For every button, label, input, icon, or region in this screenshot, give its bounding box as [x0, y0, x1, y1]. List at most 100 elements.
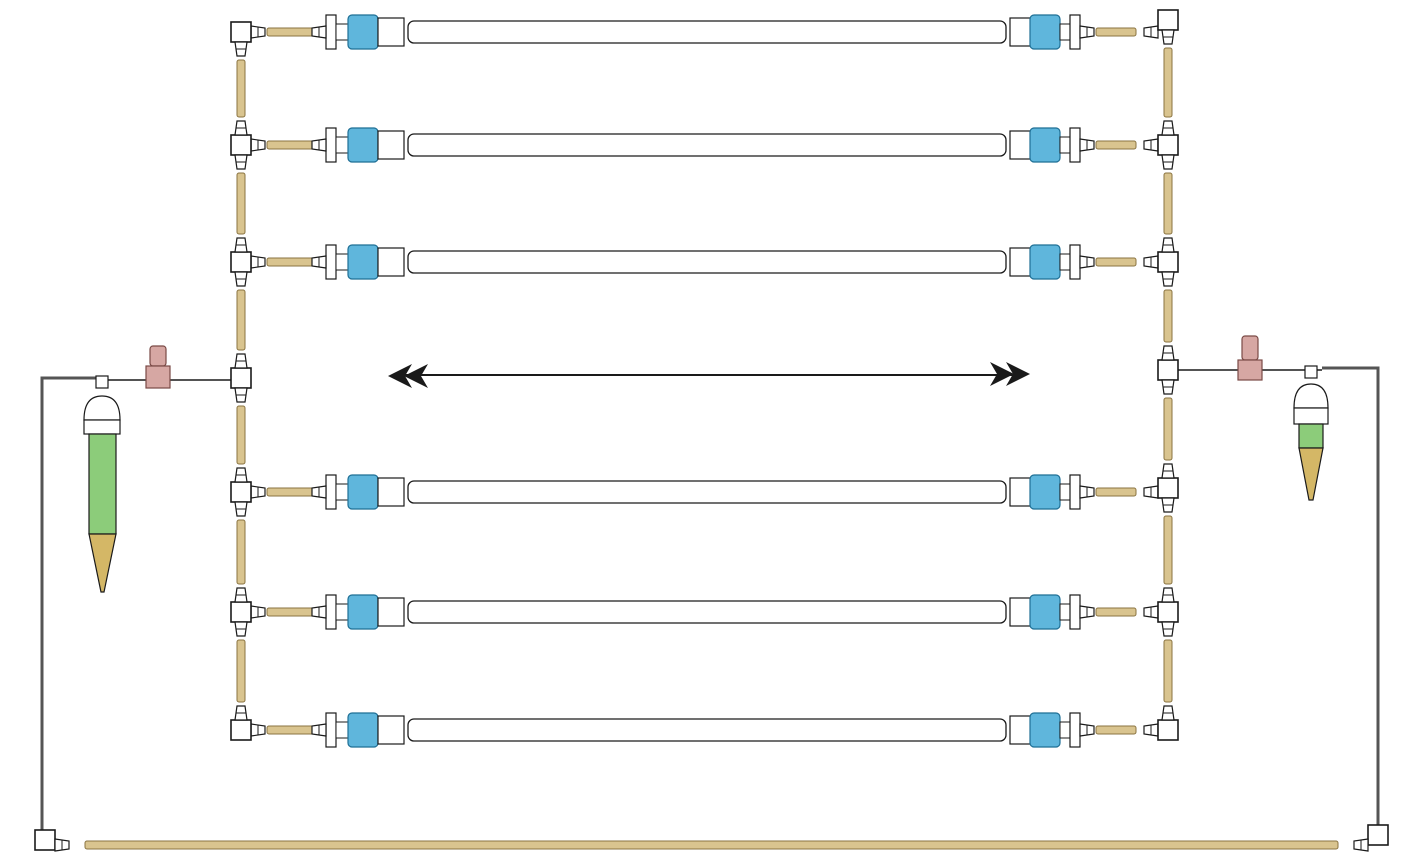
reservoirs: [83, 335, 1329, 593]
tubing-segment: [236, 519, 246, 585]
barb-fitting: [234, 271, 248, 287]
barb-fitting: [311, 485, 327, 499]
connector: [335, 253, 349, 271]
tubing-segment: [1095, 725, 1137, 735]
barb-fitting: [1161, 497, 1175, 513]
manifold-tee: [1157, 477, 1179, 499]
barb-fitting: [234, 387, 248, 403]
column-tube-icon: [407, 133, 1007, 157]
column-tube-icon: [407, 480, 1007, 504]
tubing-segment: [1095, 140, 1137, 150]
barb-fitting: [1161, 120, 1175, 136]
manifold-tee: [230, 367, 252, 389]
flange: [1069, 712, 1081, 748]
syringe-reservoir-icon: [83, 375, 121, 593]
barb-fitting: [234, 154, 248, 170]
tubing-segment: [236, 639, 246, 703]
flange: [325, 127, 337, 163]
barb-fitting: [1079, 138, 1095, 152]
barb-fitting: [1161, 237, 1175, 253]
manifold-tee: [1157, 359, 1179, 381]
tubing-segment: [1163, 639, 1173, 703]
manifold-tee: [1157, 601, 1179, 623]
manifold-tee: [1157, 134, 1179, 156]
column-end: [377, 597, 405, 627]
bottom-tee-left: [34, 829, 56, 851]
barb-fitting: [250, 138, 266, 152]
arrow-head-left: [388, 364, 412, 388]
manifold-tee: [230, 601, 252, 623]
barb-fitting: [250, 485, 266, 499]
barb-fitting: [54, 838, 70, 852]
tubing-segment: [266, 257, 319, 267]
manifold-tee: [230, 719, 252, 741]
barb-fitting: [311, 605, 327, 619]
barb-fitting: [234, 120, 248, 136]
connector: [335, 603, 349, 621]
tubing-segment: [1163, 47, 1173, 118]
flange: [325, 14, 337, 50]
barb-fitting: [234, 705, 248, 721]
barb-fitting: [1143, 723, 1159, 737]
column-end: [377, 715, 405, 745]
connector: [1059, 721, 1071, 739]
barb-fitting: [1161, 379, 1175, 395]
tubing-segment: [84, 840, 1339, 850]
tubing-segment: [236, 289, 246, 351]
manifold-tee: [230, 21, 252, 43]
barb-fitting: [234, 41, 248, 57]
barb-fitting: [234, 237, 248, 253]
barb-fitting: [234, 353, 248, 369]
barb-fitting: [1161, 621, 1175, 637]
tubing-segment: [1095, 607, 1137, 617]
barb-fitting: [1161, 154, 1175, 170]
column-end: [1009, 597, 1033, 627]
column-assembly: [250, 14, 1159, 50]
barb-fitting: [1143, 255, 1159, 269]
barb-fitting: [234, 587, 248, 603]
barb-fitting: [250, 605, 266, 619]
arrow-head-right: [990, 362, 1014, 386]
column-end: [1009, 247, 1033, 277]
double-headed-arrow-icon: [388, 362, 1030, 388]
column-cap: [1029, 244, 1061, 280]
column-array: [250, 14, 1159, 748]
connector: [1059, 483, 1071, 501]
column-end: [377, 247, 405, 277]
tubing-segment: [266, 140, 319, 150]
arrow-head-right: [1006, 362, 1030, 386]
connector: [335, 483, 349, 501]
tubing-segment: [1163, 172, 1173, 235]
column-end: [1009, 130, 1033, 160]
column-end: [1009, 715, 1033, 745]
tubing-segment: [1163, 515, 1173, 585]
manifold-tee: [230, 134, 252, 156]
barb-fitting: [1143, 25, 1159, 39]
barb-fitting: [234, 467, 248, 483]
barb-fitting: [1161, 345, 1175, 361]
column-end: [377, 130, 405, 160]
barb-fitting: [234, 621, 248, 637]
tubing-segment: [236, 172, 246, 235]
barb-fitting: [1161, 29, 1175, 45]
flange: [325, 594, 337, 630]
barb-fitting: [1079, 485, 1095, 499]
barb-fitting: [250, 25, 266, 39]
flange: [1069, 594, 1081, 630]
barb-fitting: [1143, 605, 1159, 619]
outer-line-left: [40, 376, 100, 830]
column-cap: [347, 712, 379, 748]
tubing-segment: [1095, 257, 1137, 267]
column-end: [1009, 17, 1033, 47]
connection-lines: [34, 366, 1389, 852]
column-cap: [347, 244, 379, 280]
barb-fitting: [1079, 255, 1095, 269]
barb-fitting: [1143, 485, 1159, 499]
tubing-segment: [266, 607, 319, 617]
manifold-tee: [230, 481, 252, 503]
barb-fitting: [1161, 463, 1175, 479]
connector: [335, 136, 349, 154]
barb-fitting: [311, 255, 327, 269]
barb-fitting: [1161, 587, 1175, 603]
